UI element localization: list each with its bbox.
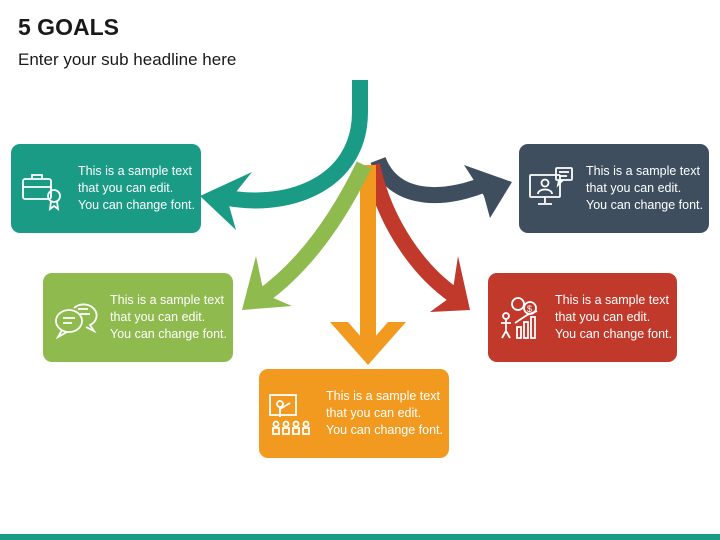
goal-2-line-3: You can change font. — [110, 327, 227, 341]
goal-3-line-1: This is a sample text — [326, 389, 440, 403]
goal-4-line-3: You can change font. — [555, 327, 672, 341]
goal-3-line-3: You can change font. — [326, 423, 443, 437]
goal-2-line-1: This is a sample text — [110, 293, 224, 307]
arrowhead-green — [242, 256, 292, 310]
goal-card-4: $ This is a sample text that you can edi… — [488, 273, 677, 362]
goal-card-2: This is a sample text that you can edit.… — [43, 273, 233, 362]
goal-4-line-1: This is a sample text — [555, 293, 669, 307]
goal-1-line-3: You can change font. — [78, 198, 195, 212]
goal-4-line-2: that you can edit. — [555, 310, 651, 324]
arrow-slate — [370, 156, 494, 203]
goal-card-5: This is a sample text that you can edit.… — [519, 144, 709, 233]
arrow-teal — [216, 80, 368, 209]
goal-5-line-1: This is a sample text — [586, 164, 700, 178]
arrow-red — [364, 163, 460, 303]
goal-3-line-2: that you can edit. — [326, 406, 422, 420]
arrowhead-slate — [464, 165, 512, 218]
page-subtitle: Enter your sub headline here — [18, 50, 237, 69]
goal-card-3: This is a sample text that you can edit.… — [259, 369, 449, 458]
chat-bubbles-icon — [55, 303, 98, 339]
goal-5-line-2: that you can edit. — [586, 181, 682, 195]
arrowhead-orange — [330, 322, 406, 365]
goal-card-1: This is a sample text that you can edit.… — [11, 144, 201, 233]
arrow-green — [255, 161, 372, 305]
presentation-audience-icon — [269, 393, 310, 435]
footer-accent-bar — [0, 534, 720, 540]
growth-idea-icon: $ — [501, 296, 538, 339]
goal-5-line-3: You can change font. — [586, 198, 703, 212]
briefcase-certificate-icon — [22, 173, 61, 211]
online-meeting-icon — [529, 166, 573, 205]
svg-text:$: $ — [527, 304, 532, 314]
goal-2-line-2: that you can edit. — [110, 310, 206, 324]
arrowhead-red — [430, 256, 470, 312]
goal-1-line-2: that you can edit. — [78, 181, 174, 195]
page-title: 5 GOALS — [18, 14, 119, 40]
goal-1-line-1: This is a sample text — [78, 164, 192, 178]
arrowhead-teal — [200, 172, 252, 230]
